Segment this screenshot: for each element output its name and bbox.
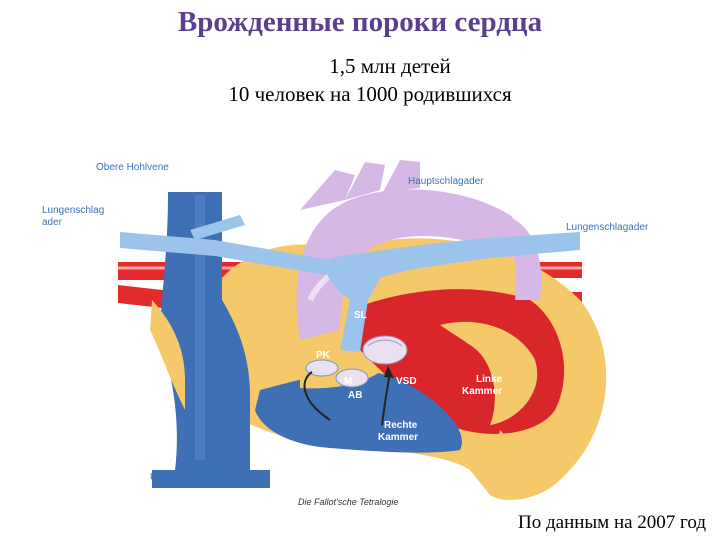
label-rechte-kammer-2: Kammer <box>378 432 418 443</box>
label-pk: PK <box>316 350 331 361</box>
aortic-valve <box>362 335 408 365</box>
label-lungenschlagader-right: Lungenschlagader <box>566 222 649 233</box>
diagram-caption: Die Fallot'sche Tetralogie <box>298 497 398 507</box>
label-lungenschlagader-left-1: Lungenschlag <box>42 205 104 216</box>
page-title: Врожденные пороки сердца <box>177 6 543 38</box>
label-sl: SL <box>354 310 367 321</box>
label-lungenschlagader-left-2: ader <box>42 217 63 228</box>
label-linke-kammer-1: Linke <box>476 374 503 385</box>
right-ventricle <box>255 371 462 453</box>
label-ab: AB <box>348 390 362 401</box>
flow-arrow-left <box>303 371 331 421</box>
label-rechte-kammer-1: Rechte <box>384 420 418 431</box>
label-hauptschlagader: Hauptschlagader <box>408 176 484 187</box>
septum <box>440 321 538 425</box>
aorta-arch <box>296 189 518 340</box>
label-obere-hohlvene: Obere Hohlvene <box>96 162 169 173</box>
statistic-children: 1,5 млн детей <box>329 54 451 78</box>
source-note: По данным на 2007 год <box>518 512 706 533</box>
label-m: M <box>344 376 352 387</box>
label-linke-kammer-2: Kammer <box>462 386 502 397</box>
pulmonary-valve <box>305 359 369 388</box>
label-vsd: VSD <box>396 376 417 387</box>
pulmonary-artery <box>326 232 580 352</box>
statistic-per-thousand: 10 человек на 1000 родившихся <box>228 82 512 106</box>
label-untere-hohlvene: Untere Hohlvene <box>150 472 225 483</box>
